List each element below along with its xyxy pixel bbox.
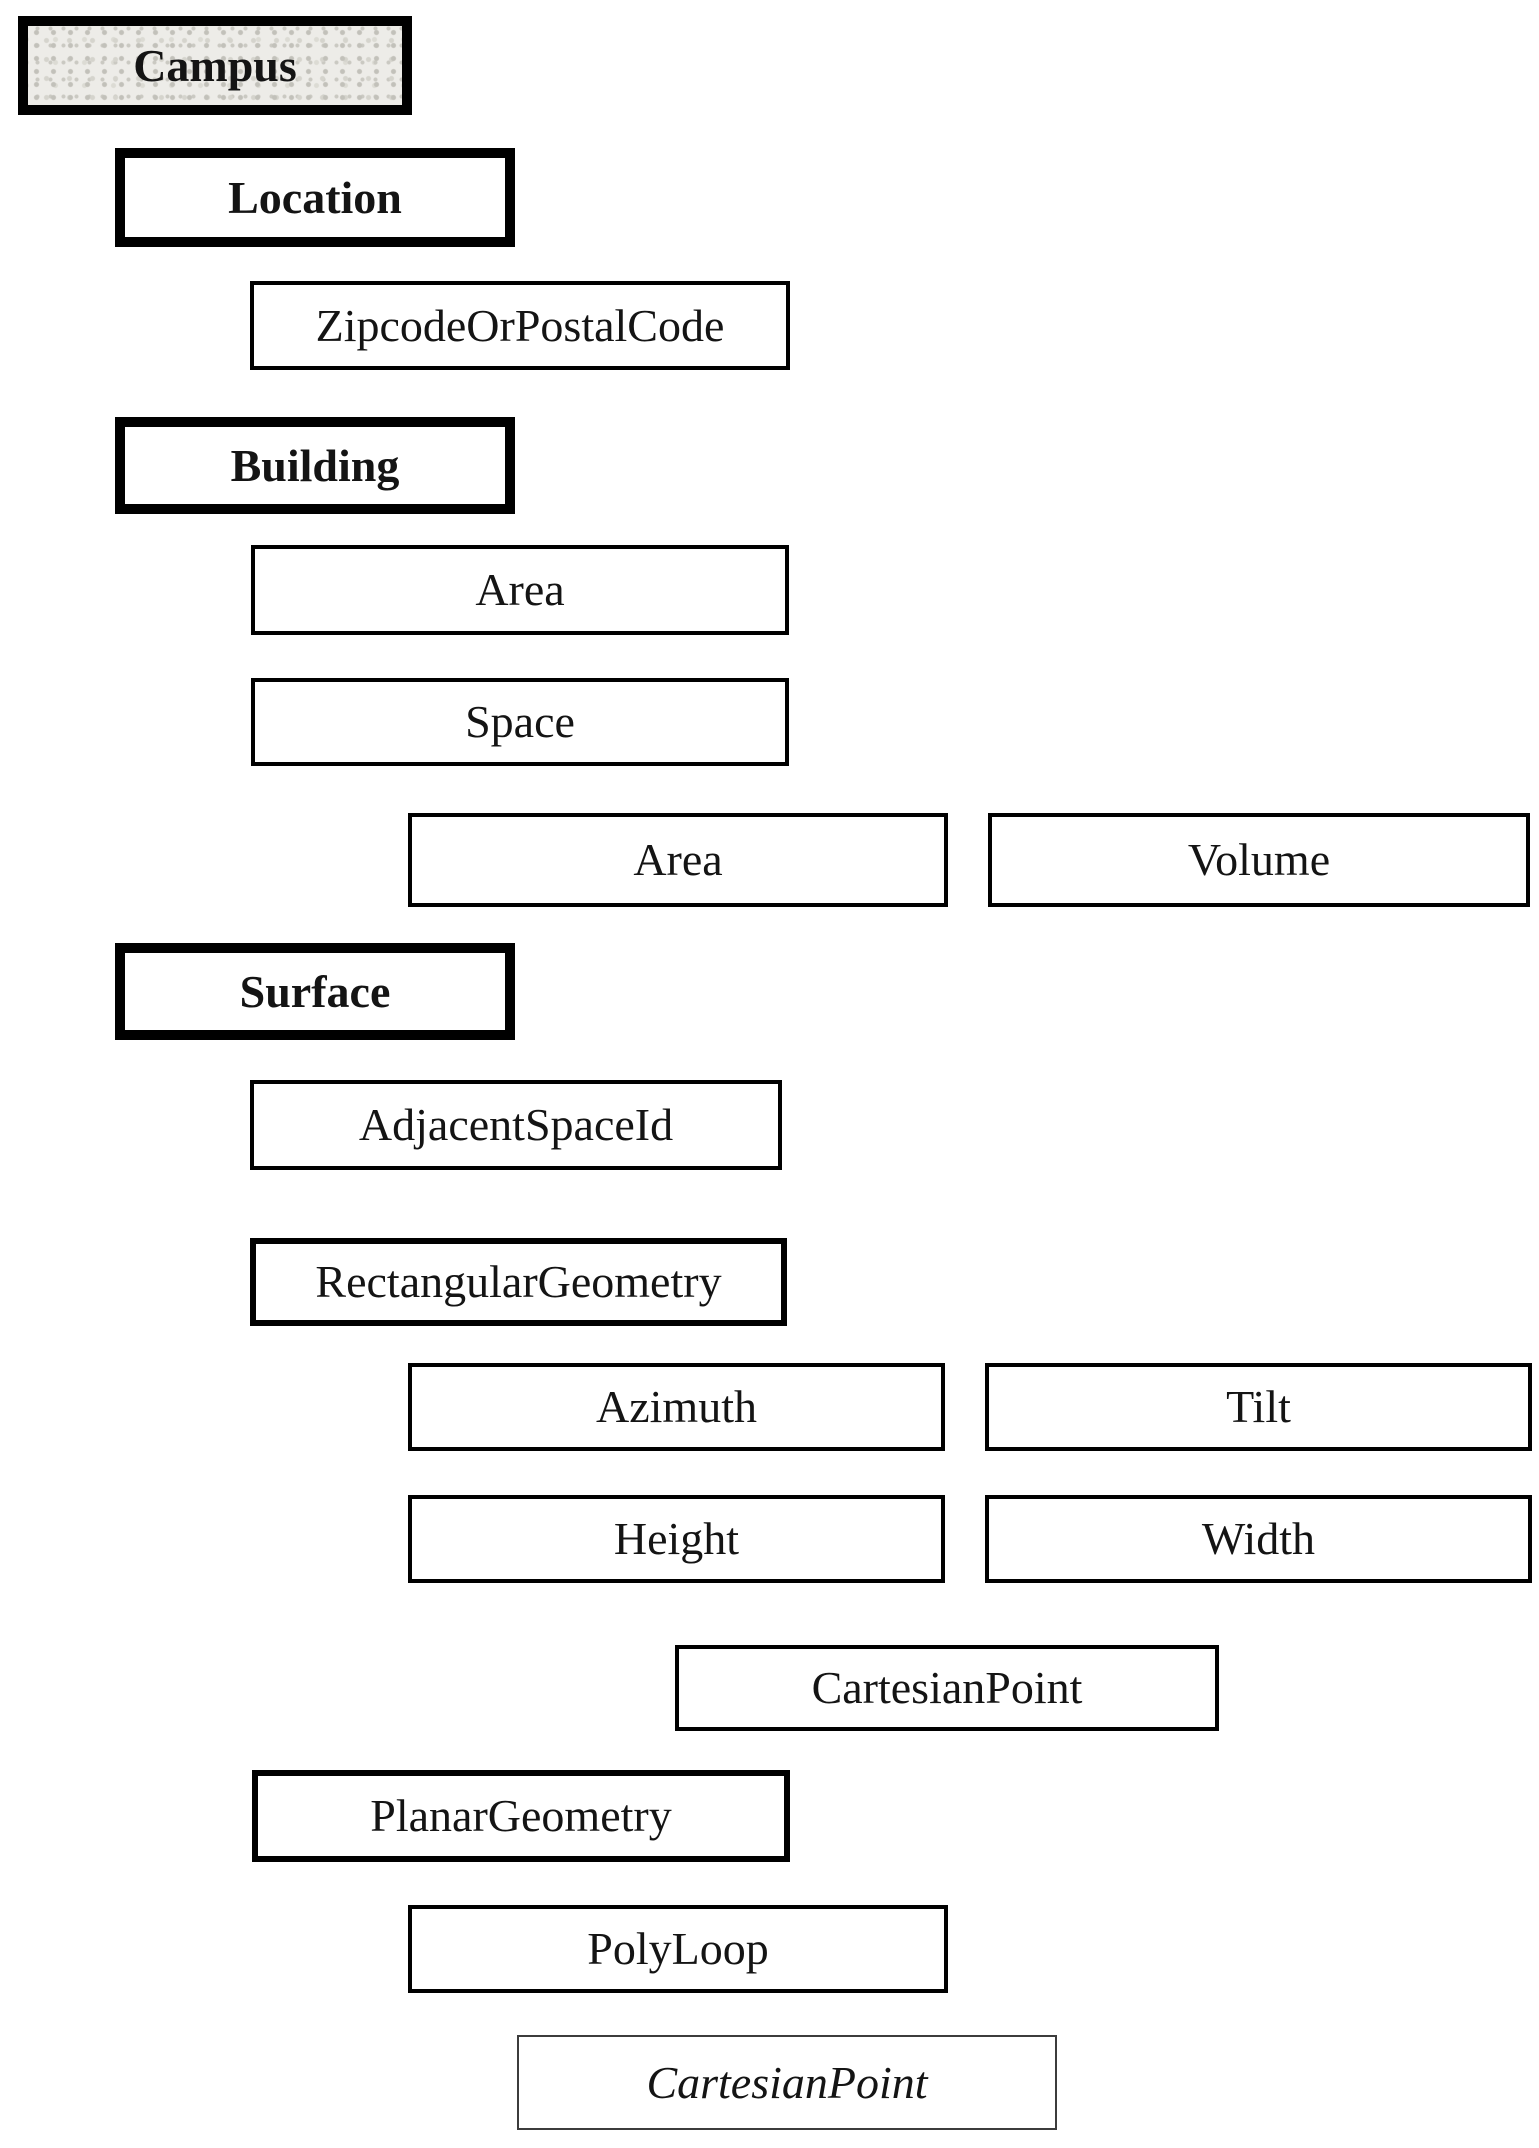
node-space-area: Area bbox=[408, 813, 948, 907]
node-zipcode-or-postal-code: ZipcodeOrPostalCode bbox=[250, 281, 790, 370]
node-azimuth: Azimuth bbox=[408, 1363, 945, 1451]
node-adjacent-space-id: AdjacentSpaceId bbox=[250, 1080, 782, 1170]
node-cartesian-point-ref: CartesianPoint bbox=[517, 2035, 1057, 2130]
node-space: Space bbox=[251, 678, 789, 766]
node-width: Width bbox=[985, 1495, 1532, 1583]
node-rectangular-geometry: RectangularGeometry bbox=[250, 1238, 787, 1326]
node-planar-geometry: PlanarGeometry bbox=[252, 1770, 790, 1862]
node-campus: Campus bbox=[18, 16, 412, 115]
node-building: Building bbox=[115, 417, 515, 514]
node-surface: Surface bbox=[115, 943, 515, 1040]
node-building-area: Area bbox=[251, 545, 789, 635]
node-height: Height bbox=[408, 1495, 945, 1583]
node-location: Location bbox=[115, 148, 515, 247]
node-tilt: Tilt bbox=[985, 1363, 1532, 1451]
node-cartesian-point: CartesianPoint bbox=[675, 1645, 1219, 1731]
node-poly-loop: PolyLoop bbox=[408, 1905, 948, 1993]
node-volume: Volume bbox=[988, 813, 1530, 907]
